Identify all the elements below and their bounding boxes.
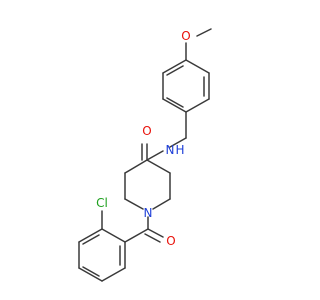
bond bbox=[166, 97, 184, 108]
bond bbox=[101, 267, 126, 282]
amide-hydrogen-label: H bbox=[175, 143, 184, 157]
amide-nitrogen-label: N bbox=[166, 143, 175, 157]
bond bbox=[82, 234, 100, 245]
bond bbox=[162, 59, 187, 74]
bond bbox=[162, 98, 187, 113]
amide-oxygen-label: O bbox=[142, 124, 151, 138]
bond bbox=[124, 159, 148, 174]
bond bbox=[78, 267, 103, 282]
bond bbox=[78, 228, 103, 243]
bond bbox=[101, 228, 126, 243]
bond bbox=[146, 150, 164, 161]
chlorine-label: Cl bbox=[96, 196, 108, 210]
carbonyl-oxygen-label: O bbox=[166, 234, 175, 248]
molecule-diagram: O O N H N O Cl bbox=[78, 28, 212, 282]
bond bbox=[146, 159, 171, 174]
bond bbox=[185, 98, 210, 113]
piperidine-nitrogen-label: N bbox=[144, 206, 153, 220]
bond bbox=[124, 228, 149, 243]
bond bbox=[144, 233, 161, 243]
bond bbox=[185, 59, 210, 74]
bond bbox=[124, 198, 144, 210]
bond bbox=[196, 28, 212, 37]
bond bbox=[169, 137, 187, 148]
bond bbox=[166, 65, 184, 76]
methoxy-oxygen-label: O bbox=[181, 29, 190, 43]
structure-svg: O O N H N O Cl bbox=[78, 28, 212, 282]
bond bbox=[147, 228, 164, 238]
bond bbox=[152, 198, 171, 210]
bond bbox=[82, 266, 100, 277]
